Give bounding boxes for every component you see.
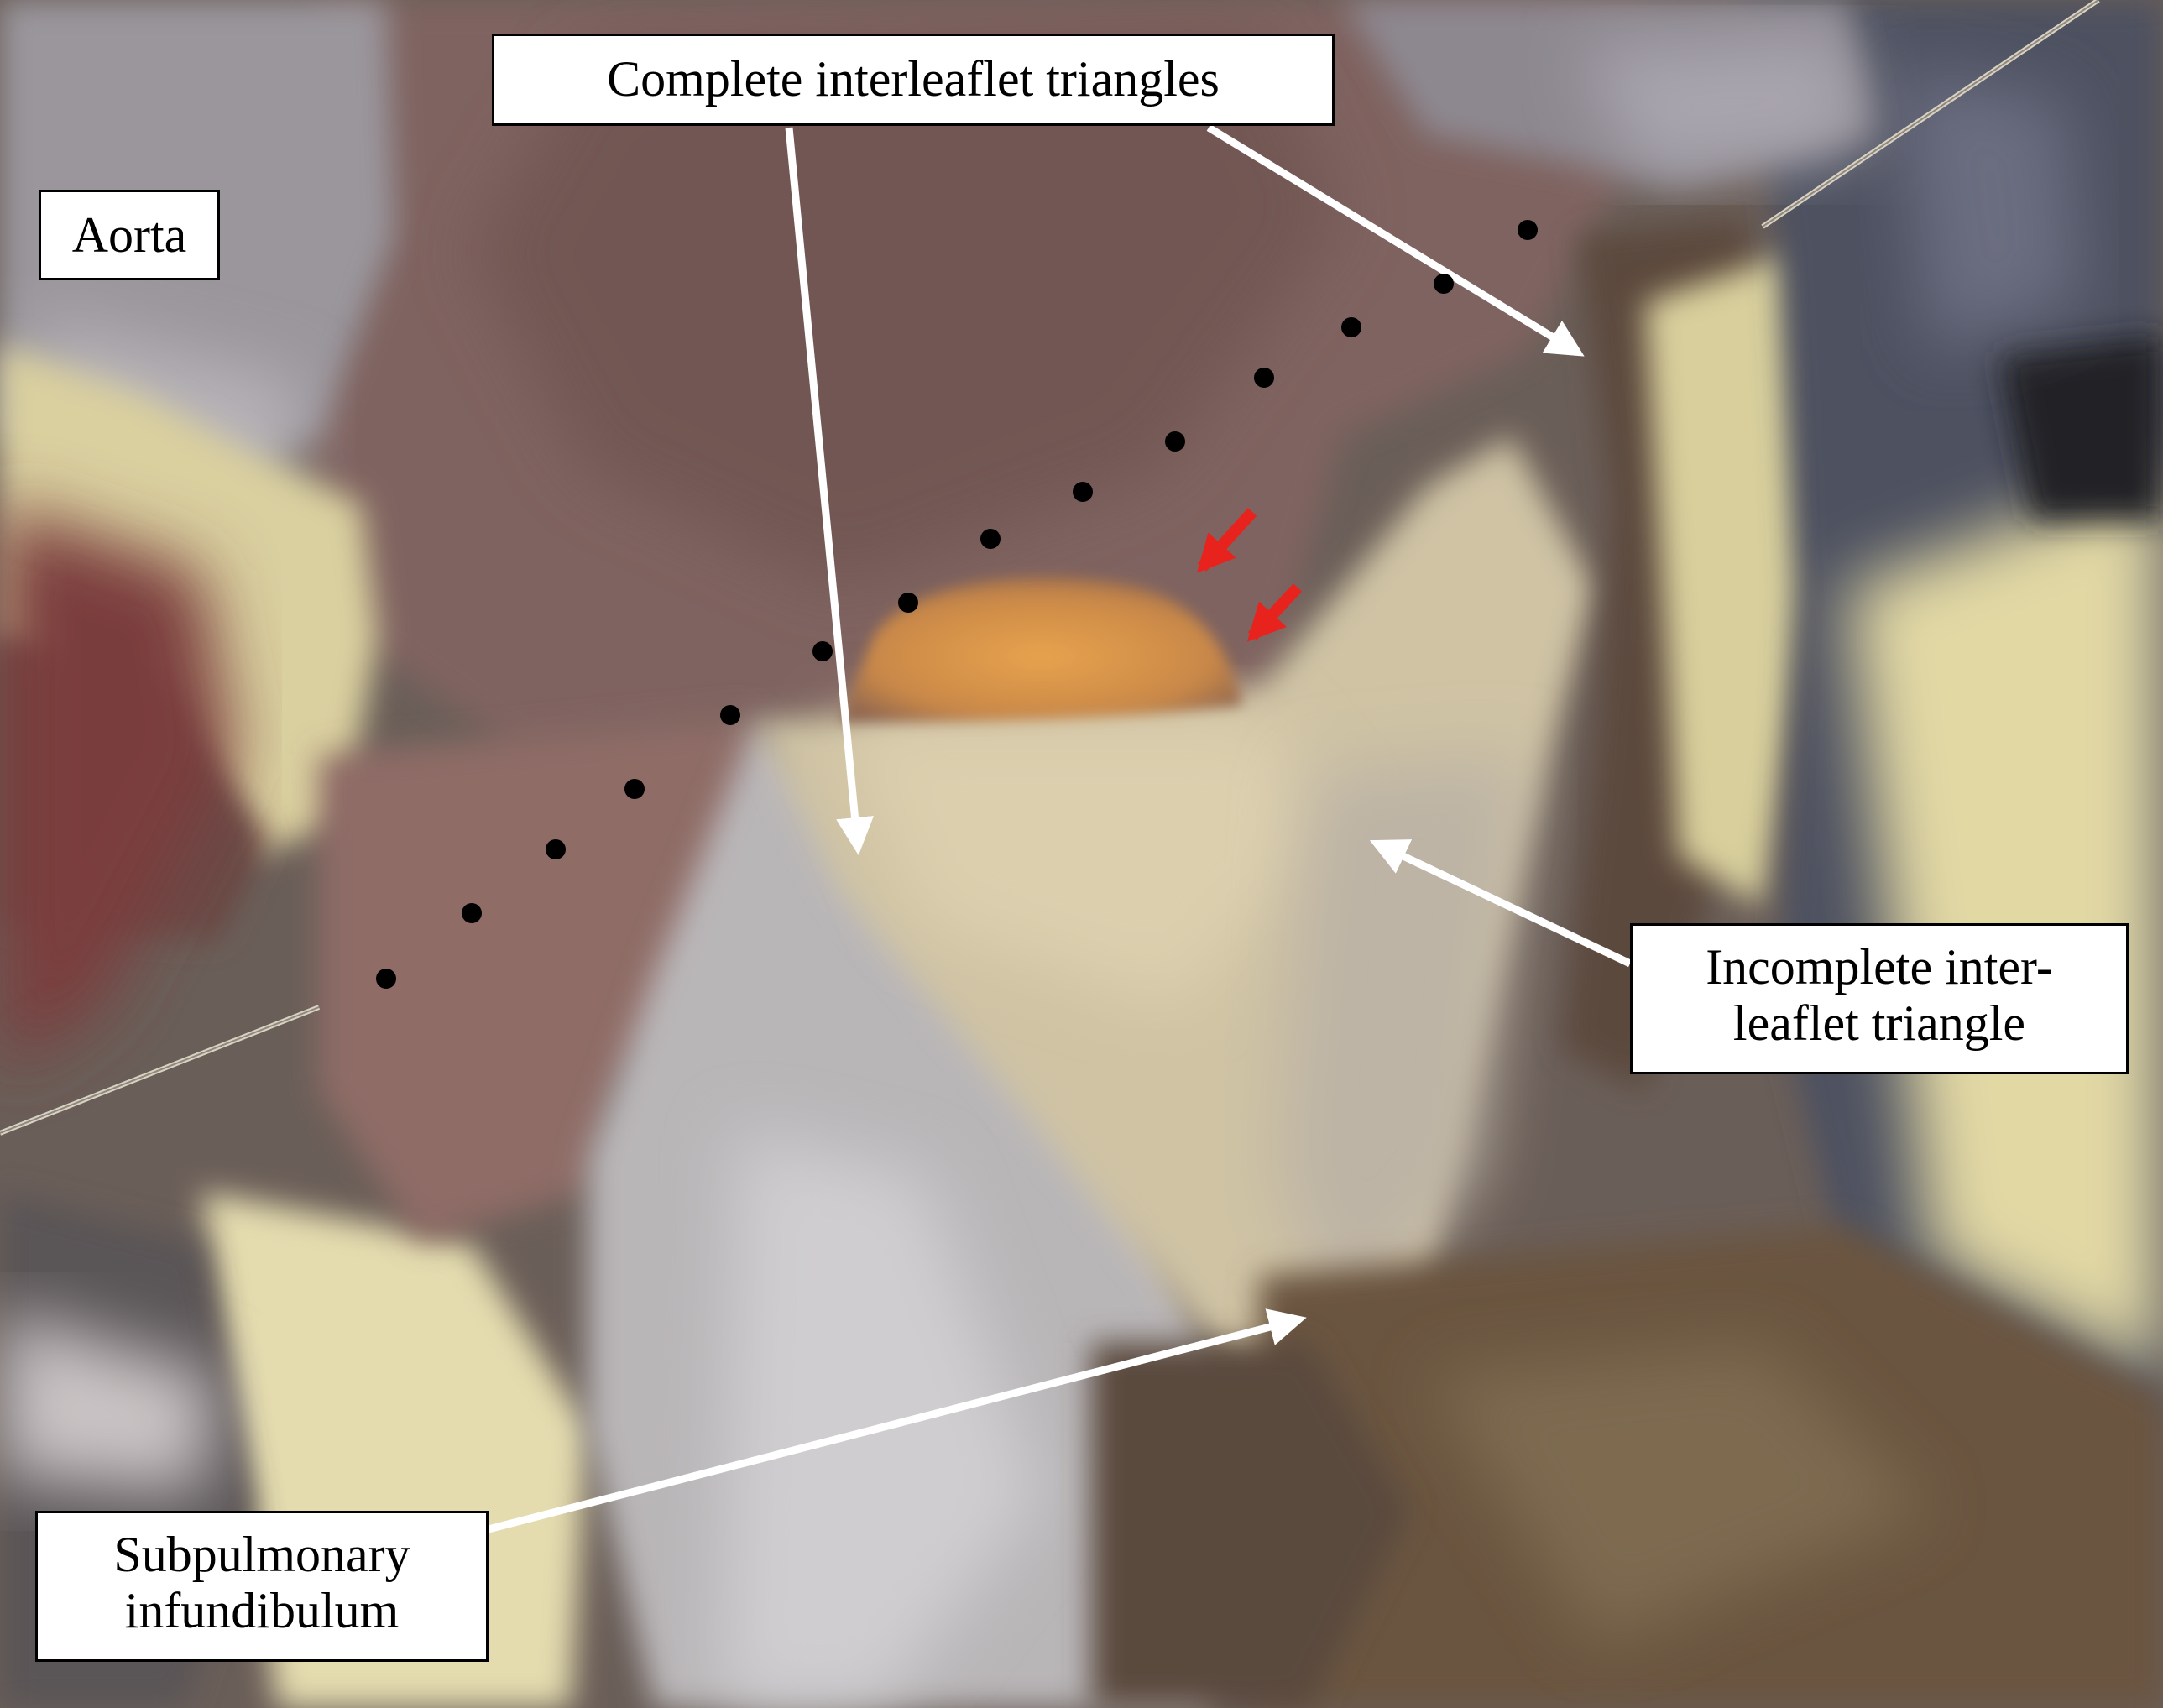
label-subpulmonary-infundibulum: Subpulmonary infundibulum bbox=[35, 1511, 489, 1662]
label-incomplete-interleaflet-triangle: Incomplete inter- leaflet triangle bbox=[1630, 923, 2129, 1074]
label-incomplete-line2: leaflet triangle bbox=[1732, 995, 2026, 1052]
label-aorta: Aorta bbox=[39, 190, 220, 280]
label-incomplete-line1: Incomplete inter- bbox=[1706, 939, 2053, 995]
label-subpulmonary-line1: Subpulmonary bbox=[113, 1527, 410, 1582]
label-complete-text: Complete interleaflet triangles bbox=[607, 51, 1220, 107]
label-complete-interleaflet-triangles: Complete interleaflet triangles bbox=[492, 34, 1335, 126]
label-subpulmonary-line2: infundibulum bbox=[124, 1583, 400, 1639]
label-aorta-text: Aorta bbox=[71, 207, 187, 263]
